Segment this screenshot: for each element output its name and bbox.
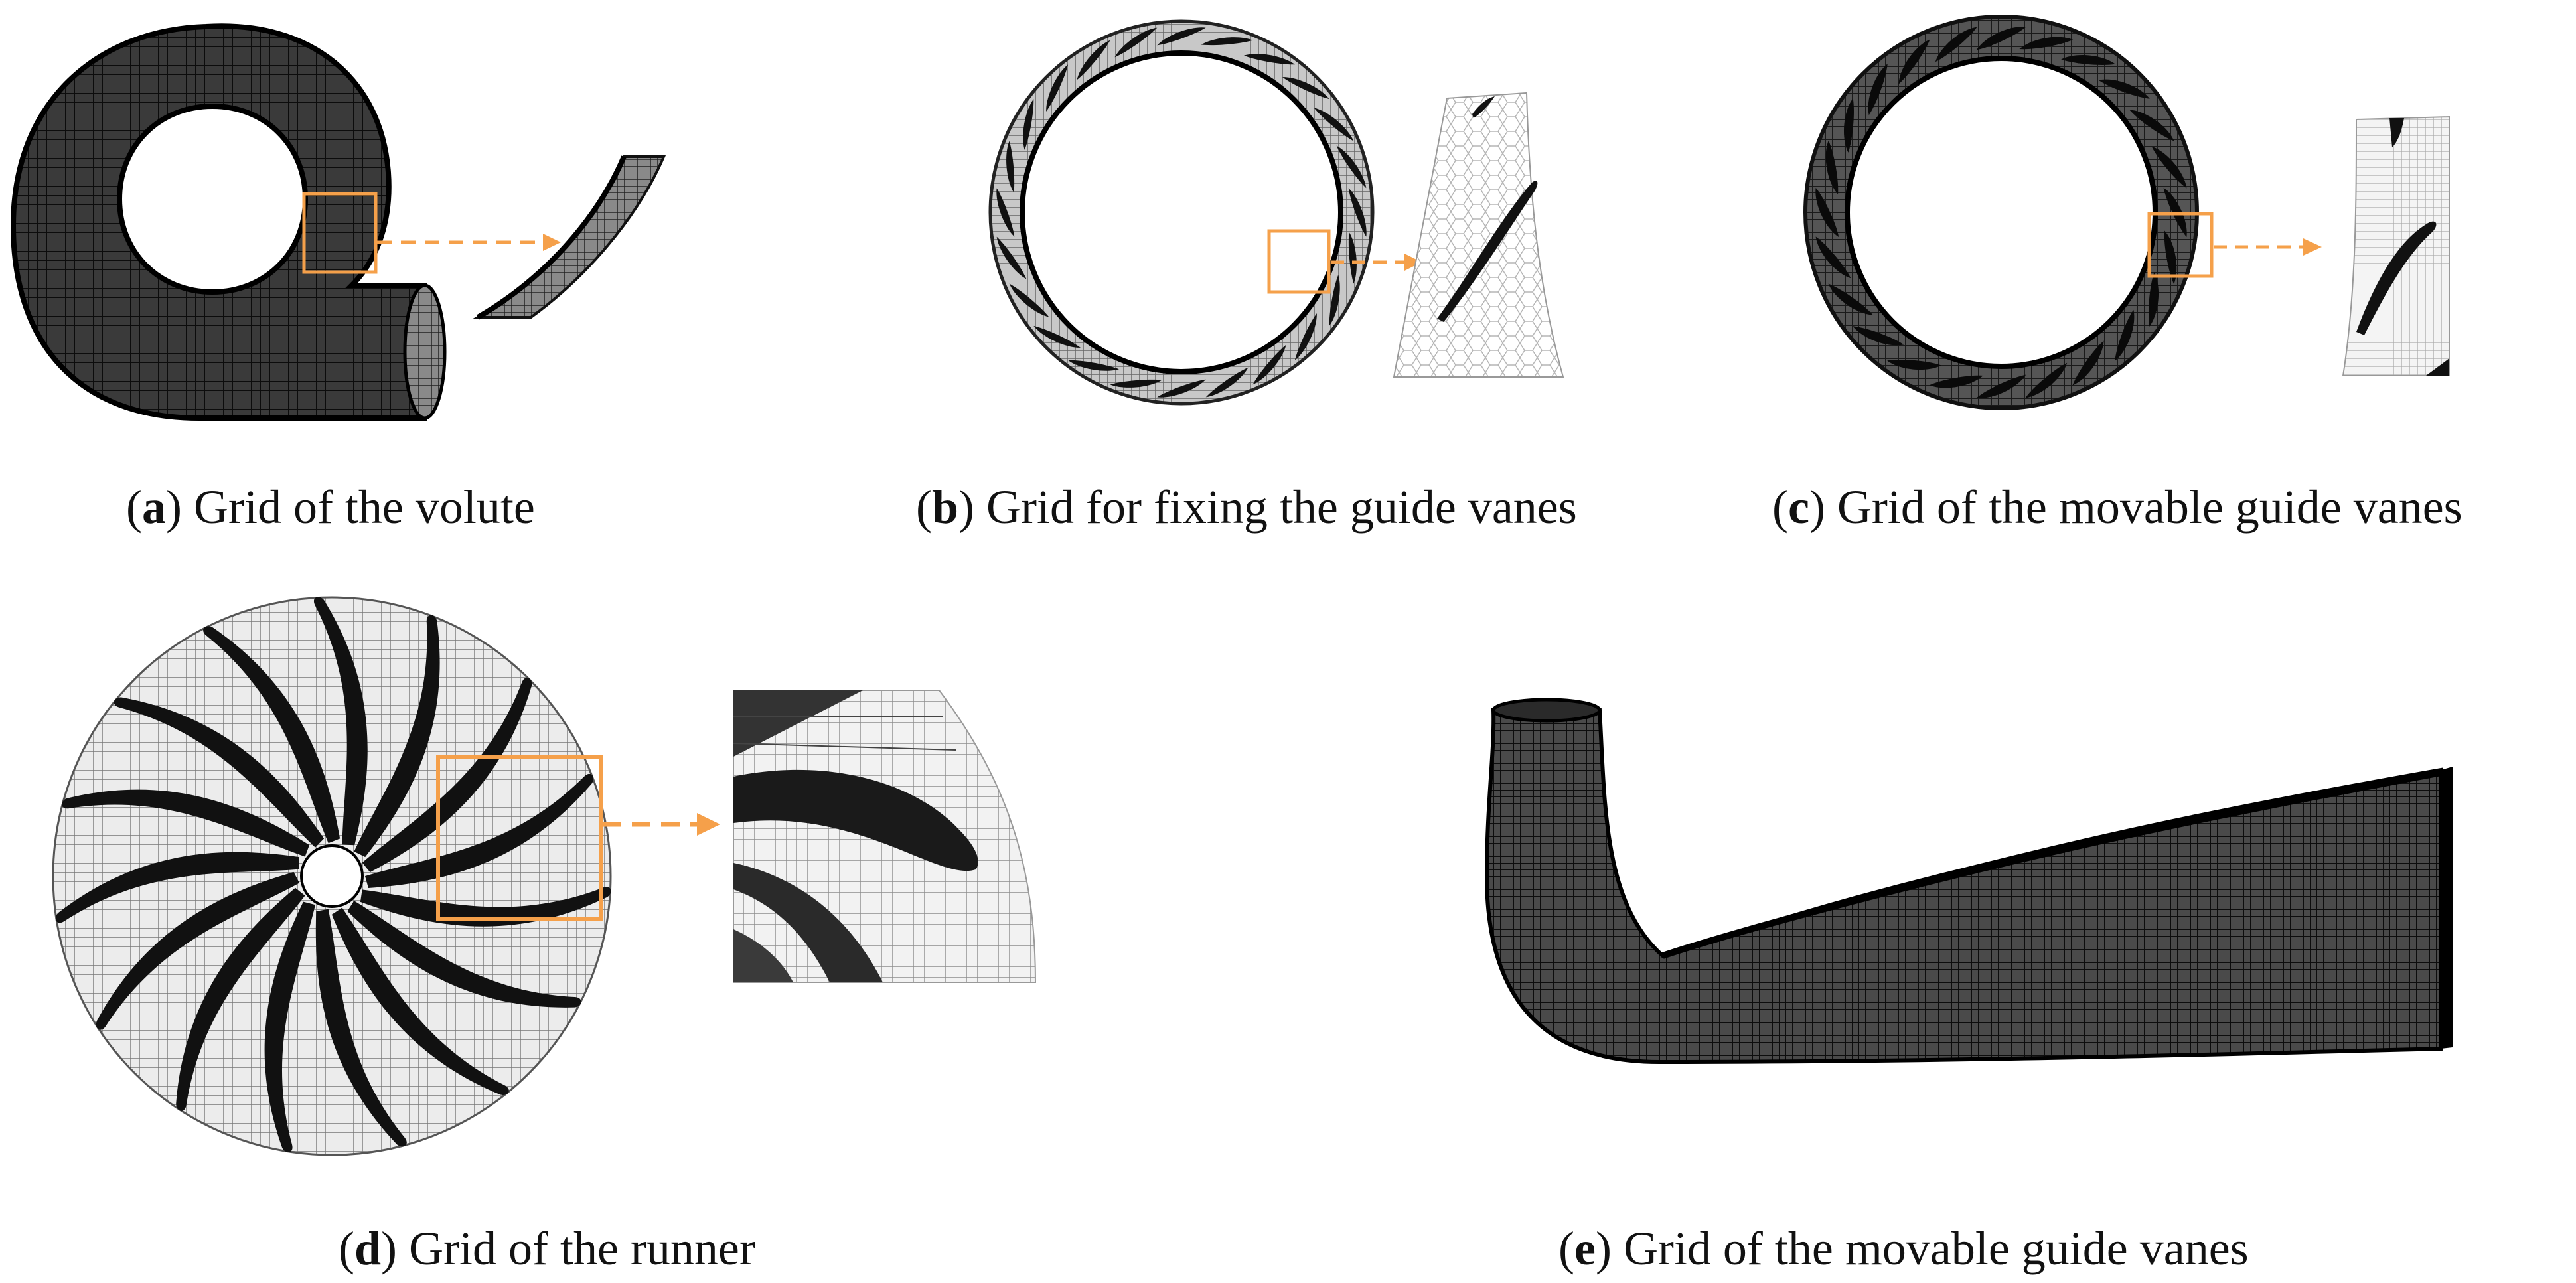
vane-blade xyxy=(2019,37,2074,50)
panel-c: (c) Grid of the movable guide vanes xyxy=(1772,0,2576,531)
vane-blade xyxy=(1294,313,1317,360)
vane-blade xyxy=(1033,325,1081,348)
vane-blade xyxy=(1201,37,1253,46)
vane-blade xyxy=(1976,374,2026,398)
runner-zoom-detail xyxy=(733,690,1037,983)
volute-zoom-box xyxy=(302,192,378,274)
vane-blade xyxy=(2061,54,2115,65)
vane-blade xyxy=(1815,187,1839,238)
vane-blade xyxy=(1244,54,1295,65)
runner-blade xyxy=(331,907,509,1095)
vane-blade xyxy=(1046,64,1069,112)
vane-blade xyxy=(1329,275,1340,326)
vane-blade xyxy=(1068,360,1119,371)
vane-blade xyxy=(2151,146,2187,189)
vane-blade xyxy=(2072,340,2104,386)
vane-blade xyxy=(1853,326,1904,346)
runner-hub xyxy=(300,844,364,908)
fixed-guide-vanes-figure xyxy=(988,19,1564,406)
vane-blade xyxy=(2164,230,2177,285)
runner-blade xyxy=(362,677,532,873)
vane-blade xyxy=(1077,40,1110,80)
runner-blade xyxy=(314,597,368,846)
runner-blade xyxy=(354,615,440,858)
movable-vane-blades xyxy=(1815,27,2187,398)
runner-blade xyxy=(315,909,407,1147)
movable-guide-vanes-figure xyxy=(1803,15,2450,410)
vane-blade xyxy=(996,188,1015,237)
volute-mesh xyxy=(10,23,427,421)
vane-blade xyxy=(996,236,1027,279)
fixed-vane-zoom-box xyxy=(1267,229,1331,294)
movable-vane-zoom-detail xyxy=(2342,115,2450,376)
volute-outlet xyxy=(403,283,447,420)
vane-blade xyxy=(1348,232,1357,284)
runner-zoom-box xyxy=(436,755,603,921)
panel-b: (b) Grid for fixing the guide vanes xyxy=(916,0,1752,531)
vane-blade xyxy=(1252,344,1286,385)
panel-e: (e) Grid of the movable guide vanes xyxy=(1460,584,2576,1283)
runner-blade xyxy=(55,852,300,923)
caption-a: (a) Grid of the volute xyxy=(126,481,535,534)
panel-d: (d) Grid of the runner xyxy=(0,584,1261,1283)
runner-blade xyxy=(114,697,325,848)
vane-blade xyxy=(2098,79,2150,99)
runner-blade xyxy=(264,901,315,1152)
vane-blade xyxy=(1348,188,1367,237)
vane-blade xyxy=(1023,99,1034,150)
caption-e: (e) Grid of the movable guide vanes xyxy=(1558,1222,2249,1275)
vane-blade xyxy=(1157,379,1206,398)
vane-blade xyxy=(1825,140,1839,194)
vane-blade xyxy=(1815,236,1851,279)
fixed-vane-blades xyxy=(996,27,1367,398)
runner-blade xyxy=(360,887,611,927)
vane-blade xyxy=(1898,39,1930,84)
draft-tube-figure xyxy=(1484,698,2453,1065)
vane-blade xyxy=(1868,64,1888,115)
runner-blade xyxy=(365,773,594,888)
draft-tube-outlet xyxy=(2441,767,2453,1049)
vane-blade xyxy=(2115,309,2135,361)
vane-blade xyxy=(1157,27,1206,46)
runner-blade xyxy=(347,901,581,1008)
runner-blades xyxy=(55,597,611,1152)
vane-blade xyxy=(1828,283,1873,315)
fixed-vane-zoom-detail xyxy=(1393,92,1564,378)
runner-blade xyxy=(62,789,310,857)
vane-blade xyxy=(2025,362,2068,398)
vane-blade xyxy=(1006,141,1015,193)
draft-tube-inlet xyxy=(1491,698,1602,723)
vane-blade xyxy=(1110,379,1162,388)
vane-blade xyxy=(1282,77,1329,100)
caption-d: (d) Grid of the runner xyxy=(339,1222,755,1275)
vane-blade xyxy=(1114,27,1158,58)
vane-blade xyxy=(1976,27,2026,50)
vane-blade xyxy=(2149,272,2159,327)
vane-blade xyxy=(2129,110,2174,141)
caption-b: (b) Grid for fixing the guide vanes xyxy=(916,481,1577,534)
vane-blade xyxy=(1336,145,1367,189)
vane-blade xyxy=(1935,27,1977,62)
movable-vane-zoom-box xyxy=(2147,212,2214,278)
volute-figure xyxy=(10,23,753,421)
draft-tube-mesh xyxy=(1484,708,2443,1065)
runner-blade xyxy=(96,871,300,1030)
vane-blade xyxy=(1205,367,1249,398)
caption-c: (c) Grid of the movable guide vanes xyxy=(1772,481,2462,534)
runner-blade xyxy=(203,626,341,844)
vane-blade xyxy=(1843,98,1854,153)
runner-figure xyxy=(52,596,1037,1156)
panel-a: (a) Grid of the volute xyxy=(0,0,836,531)
vane-blade xyxy=(1929,375,1983,388)
vane-blade xyxy=(1009,283,1049,317)
runner-blade xyxy=(176,887,305,1111)
vane-blade xyxy=(1314,108,1354,141)
vane-blade xyxy=(1887,360,1941,370)
